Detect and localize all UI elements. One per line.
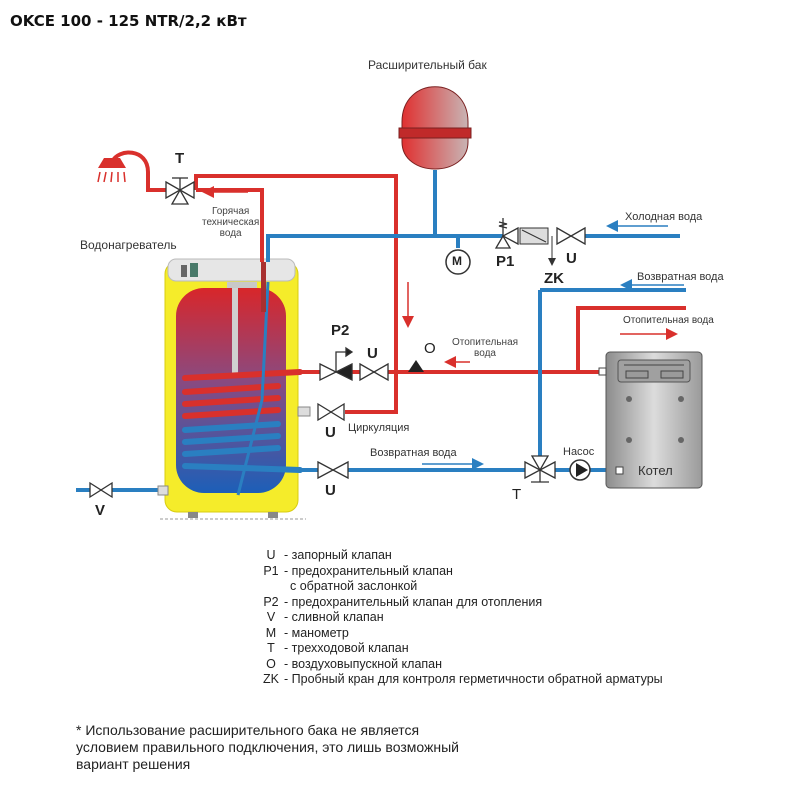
symbol-u-bottom: U: [325, 482, 336, 499]
three-way-valve-t-bottom[interactable]: [524, 455, 556, 483]
symbol-m: M: [452, 254, 462, 268]
symbol-t-top: T: [175, 150, 185, 167]
three-way-valve-t-top[interactable]: [165, 177, 195, 205]
cold-water-pipes: [76, 170, 686, 492]
shutoff-valve-u-top[interactable]: [556, 226, 586, 246]
symbol-u-top: U: [566, 250, 577, 267]
symbol-o: O: [424, 340, 436, 357]
label-return-water-bottom: Возвратная вода: [370, 447, 457, 459]
symbol-p1: P1: [496, 253, 515, 270]
legend-row: O- воздуховыпускной клапан: [266, 656, 443, 671]
label-expansion-tank: Расширительный бак: [368, 58, 487, 72]
shutoff-valve-u-bottom[interactable]: [317, 460, 349, 480]
label-pump: Насос: [563, 446, 595, 458]
legend-row: T- трехходовой клапан: [267, 641, 409, 655]
legend-row: ZK- Пробный кран для контроля герметично…: [263, 672, 663, 686]
symbol-p2: P2: [331, 322, 350, 339]
symbol-t-bottom: T: [512, 486, 522, 503]
expansion-tank: [398, 86, 472, 170]
boiler: [598, 351, 703, 489]
hot-water-pipes: [110, 150, 686, 414]
shutoff-valve-u-p2[interactable]: [359, 362, 389, 382]
legend-row: U- запорный клапан: [266, 548, 392, 562]
label-cold-water: Холодная вода: [625, 211, 703, 223]
label-circulation: Циркуляция: [348, 422, 410, 434]
label-hot-water: Горячая техническая вода: [202, 206, 260, 239]
shutoff-valve-u-circulation[interactable]: [317, 402, 345, 422]
shower-head-icon: [98, 158, 126, 168]
footnote: * Использование расширительного бака не …: [76, 722, 459, 772]
label-boiler: Котел: [638, 463, 673, 478]
shower-spray: [97, 171, 126, 183]
pump-icon[interactable]: [569, 459, 591, 481]
zk-arrow: [548, 258, 556, 266]
water-heater: [160, 258, 306, 520]
flow-arrows: [202, 186, 684, 470]
diagram-title: OKCE 100 - 125 NTR/2,2 кВт: [10, 12, 247, 30]
symbol-v: V: [95, 502, 106, 519]
symbol-zk: ZK: [544, 270, 564, 287]
drain-valve-v[interactable]: [89, 481, 113, 499]
legend: U- запорный клапан P1- предохранительный…: [258, 548, 663, 688]
legend-row: P1- предохранительный клапан: [263, 563, 453, 578]
safety-valve-p1[interactable]: [494, 218, 519, 249]
legend-row-continuation: с обратной заслонкой: [290, 579, 418, 593]
symbol-u-circulation: U: [325, 424, 336, 441]
label-return-water-right: Возвратная вода: [637, 271, 724, 283]
heating-coil: [182, 369, 303, 473]
legend-row: P2- предохранительный клапан для отоплен…: [263, 594, 543, 609]
symbol-u-p2: U: [367, 345, 378, 362]
label-water-heater: Водонагреватель: [80, 238, 177, 252]
legend-row: V- сливной клапан: [266, 610, 384, 624]
safety-valve-p2[interactable]: [319, 346, 354, 382]
manometer: [445, 249, 471, 275]
legend-row: M- манометр: [265, 625, 349, 640]
label-heating-water-mid: Отопительная вода: [452, 337, 519, 359]
label-heating-water-right: Отопительная вода: [623, 315, 714, 326]
air-vent-valve-o[interactable]: [408, 360, 424, 372]
